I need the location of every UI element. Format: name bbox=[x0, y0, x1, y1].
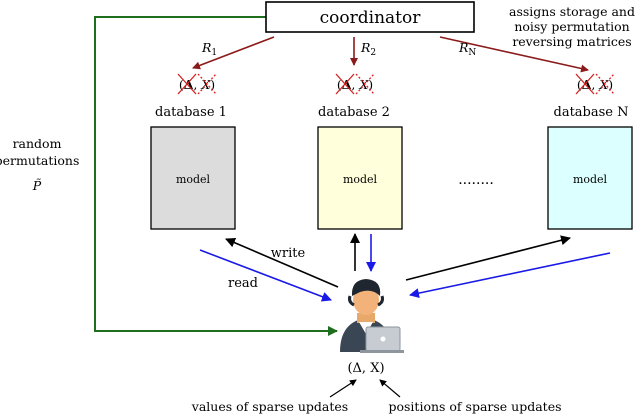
user-laptop-icon bbox=[340, 279, 404, 353]
database-n-box bbox=[547, 126, 633, 230]
model-label-n: model bbox=[573, 173, 608, 186]
user-pair: (Δ, X) bbox=[347, 361, 384, 376]
coordinator-label: coordinator bbox=[320, 8, 422, 28]
read-label: read bbox=[228, 276, 258, 291]
database-n-label: database N bbox=[554, 105, 629, 120]
random-permutation-line bbox=[94, 16, 338, 336]
write-arrow-dbn bbox=[405, 235, 571, 281]
random-permutations-line2: permutations bbox=[0, 153, 79, 168]
values-label: values of sparse updates bbox=[191, 399, 348, 414]
write-label: write bbox=[271, 246, 306, 261]
r1-label: R1 bbox=[201, 40, 217, 58]
r2-label: R2 bbox=[360, 40, 376, 58]
coordinator-note-line3: reversing matrices bbox=[512, 34, 631, 49]
positions-pointer-arrow bbox=[379, 379, 401, 398]
crossed-pair-dbn: (Δ, X) bbox=[575, 73, 615, 95]
database-2-box bbox=[317, 126, 403, 230]
random-permutations-line1: random bbox=[13, 136, 62, 151]
svg-text:(Δ, X): (Δ, X) bbox=[179, 77, 215, 92]
crossed-pair-db1: (Δ, X) bbox=[177, 73, 217, 95]
crossed-pair-db2: (Δ, X) bbox=[335, 73, 375, 95]
positions-label: positions of sparse updates bbox=[388, 399, 561, 414]
svg-text:(Δ, X): (Δ, X) bbox=[337, 77, 373, 92]
ellipsis: ........ bbox=[458, 172, 494, 188]
coordinator-arrow-dbn bbox=[439, 36, 589, 73]
coordinator-arrow-db1 bbox=[192, 36, 275, 70]
coordinator-note-line1: assigns storage and bbox=[509, 4, 635, 19]
coordinator-box bbox=[265, 1, 475, 33]
model-label-2: model bbox=[343, 173, 378, 186]
svg-text:(Δ, X): (Δ, X) bbox=[577, 77, 613, 92]
read-arrow-db1 bbox=[199, 249, 332, 302]
rn-label: RN bbox=[458, 40, 476, 58]
database-1-label: database 1 bbox=[155, 105, 227, 120]
database-2-label: database 2 bbox=[318, 105, 390, 120]
model-label-1: model bbox=[176, 173, 211, 186]
database-1-box bbox=[150, 126, 236, 230]
random-permutations-symbol: P̃ bbox=[32, 178, 42, 193]
values-pointer-arrow bbox=[329, 379, 357, 398]
coordinator-note-line2: noisy permutation bbox=[514, 19, 629, 34]
write-arrow-db1 bbox=[225, 237, 339, 288]
read-arrow-dbn bbox=[409, 252, 611, 299]
